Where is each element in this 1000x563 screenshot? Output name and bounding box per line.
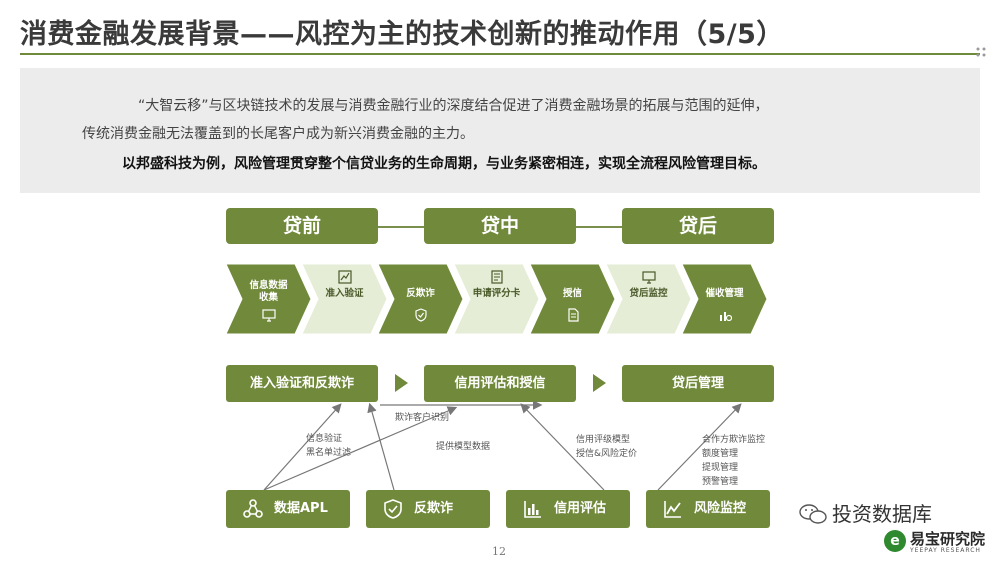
annotation-fraud-identification: 欺诈客户识别 xyxy=(395,413,450,423)
process-step-label: 贷后监控 xyxy=(629,288,668,299)
logo-mark: e xyxy=(884,530,906,552)
process-step: 准入验证 xyxy=(302,264,387,334)
scorecard-icon xyxy=(490,270,503,284)
shield-icon xyxy=(384,499,402,519)
process-step: 申请评分卡 xyxy=(454,264,539,334)
intro-line-1: “大智云移”与区块链技术的发展与消费金融行业的深度结合促进了消费金融场景的拓展与… xyxy=(138,98,769,114)
chevron-shape xyxy=(226,264,311,334)
monitor-icon xyxy=(641,271,656,284)
annotation-info-verification: 信息验证 黑名单过滤 xyxy=(306,434,352,458)
process-step-label: 授信 xyxy=(562,288,582,299)
tool-risk-monitoring: 风险监控 xyxy=(646,490,770,528)
process-step: 贷后监控 xyxy=(606,264,691,334)
process-step-label: 催收管理 xyxy=(705,288,744,299)
annotation-monitoring-list: 合作方欺诈监控 额度管理 提现管理 预警管理 xyxy=(702,435,766,487)
chevron-shape xyxy=(378,264,463,334)
stage-admission-antifraud: 准入验证和反欺诈 xyxy=(226,365,378,402)
process-step-label: 信息数据 收集 xyxy=(249,280,288,303)
page-number: 12 xyxy=(492,545,506,558)
process-step: 催收管理 xyxy=(682,264,767,334)
process-step: 反欺诈 xyxy=(378,264,463,334)
corner-dots-icon xyxy=(976,47,986,57)
page-title: 消费金融发展背景——风控为主的技术创新的推动作用（5/5） xyxy=(20,19,784,50)
tool-label: 反欺诈 xyxy=(414,501,454,516)
title-rule xyxy=(20,53,980,55)
phase-in-loan: 贷中 xyxy=(424,208,576,244)
bar-chart-icon xyxy=(524,501,541,518)
chevron-shape xyxy=(606,264,691,334)
logo: e 易宝研究院 YEEPAY RESEARCH xyxy=(884,528,994,560)
chevron-shape xyxy=(682,264,767,334)
logo-main: 易宝研究院 xyxy=(910,530,986,548)
stage-post-loan-management: 贷后管理 xyxy=(622,365,774,402)
chart-icon xyxy=(337,270,352,284)
tool-anti-fraud: 反欺诈 xyxy=(366,490,490,528)
stage-credit-evaluation: 信用评估和授信 xyxy=(424,365,576,402)
process-step: 信息数据 收集 xyxy=(226,264,311,334)
phase-post-loan: 贷后 xyxy=(622,208,774,244)
phase-connector xyxy=(576,226,622,228)
tool-label: 风险监控 xyxy=(694,501,747,516)
bars-icon xyxy=(719,312,732,322)
network-icon xyxy=(243,499,263,518)
process-step-label: 准入验证 xyxy=(325,288,364,299)
monitor-icon xyxy=(261,309,276,322)
process-step: 授信 xyxy=(530,264,615,334)
intro-panel: “大智云移”与区块链技术的发展与消费金融行业的深度结合促进了消费金融场景的拓展与… xyxy=(20,68,980,193)
logo-sub: YEEPAY RESEARCH xyxy=(910,547,981,554)
wechat-icon xyxy=(799,504,827,524)
tool-data-api: 数据APL xyxy=(226,490,350,528)
annotation-model-data: 提供模型数据 xyxy=(436,442,491,452)
phase-pre-loan: 贷前 xyxy=(226,208,378,244)
annotation-credit-model: 信用评级模型 授信&风险定价 xyxy=(576,435,638,459)
tool-credit-evaluation: 信用评估 xyxy=(506,490,630,528)
shield-icon xyxy=(414,308,427,322)
phase-connector xyxy=(378,226,424,228)
chevron-shape xyxy=(302,264,387,334)
process-step-label: 申请评分卡 xyxy=(472,288,521,299)
flow-arrow-icon xyxy=(395,374,408,392)
intro-line-3: 以邦盛科技为例，风险管理贯穿整个信贷业务的生命周期，与业务紧密相连，实现全流程风… xyxy=(122,156,766,172)
tool-label: 信用评估 xyxy=(554,501,607,516)
watermark-text: 投资数据库 xyxy=(832,502,932,526)
line-chart-icon xyxy=(664,501,681,518)
chevron-shape xyxy=(530,264,615,334)
flow-arrow-icon xyxy=(593,374,606,392)
tool-label: 数据APL xyxy=(274,501,328,516)
process-step-label: 反欺诈 xyxy=(406,288,435,299)
intro-line-2: 传统消费金融无法覆盖到的长尾客户成为新兴消费金融的主力。 xyxy=(82,126,474,142)
document-icon xyxy=(567,308,579,322)
chevron-shape xyxy=(454,264,539,334)
